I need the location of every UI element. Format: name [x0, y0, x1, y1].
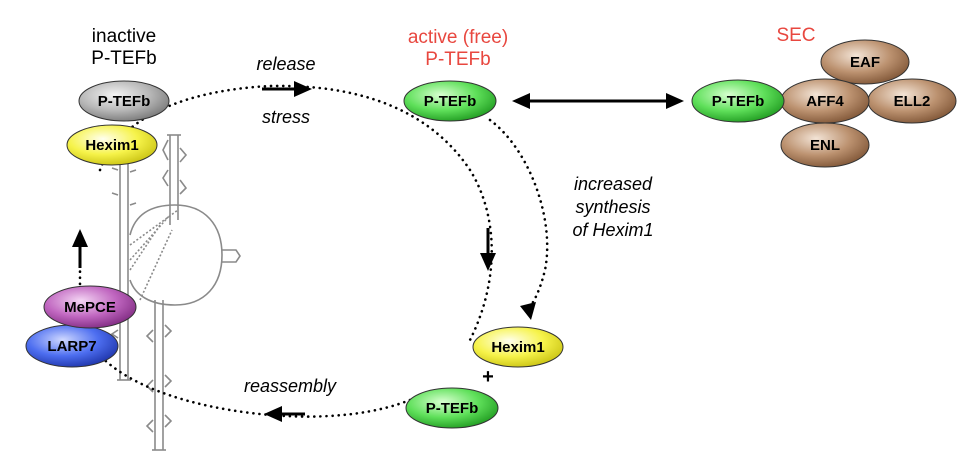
bottom-ptefb-oval: P-TEFb [405, 387, 499, 429]
inactive-ptefb-oval: P-TEFb [78, 80, 170, 122]
synthesis-arrowhead [520, 302, 536, 320]
inactive-label-line1: inactive [92, 26, 156, 47]
7sk-rna-structure [110, 134, 241, 451]
eaf-label: EAF [850, 54, 880, 71]
inactive-ptefb-label: P-TEFb [98, 93, 151, 110]
aff4-label: AFF4 [806, 93, 844, 110]
sec-ptefb-label: P-TEFb [712, 93, 765, 110]
increased-label-line1: increased [574, 174, 653, 194]
ell2-oval: ELL2 [867, 78, 957, 124]
stress-label: stress [262, 107, 310, 127]
active-ptefb-label: P-TEFb [424, 93, 477, 110]
hexim1-bottom-oval: Hexim1 [472, 326, 564, 368]
larp7-oval: LARP7 [25, 324, 119, 368]
hexim1-bottom-label: Hexim1 [491, 339, 544, 356]
reassembly-label: reassembly [244, 376, 337, 396]
aff4-oval: AFF4 [780, 78, 870, 124]
double-arrow [512, 93, 684, 109]
plus-sign: + [482, 366, 494, 388]
mepce-label: MePCE [64, 299, 116, 316]
increased-label-line3: of Hexim1 [572, 220, 653, 240]
mepce-oval: MePCE [43, 285, 137, 329]
enl-label: ENL [810, 137, 840, 154]
reassembly-arrow [264, 406, 305, 422]
enl-oval: ENL [780, 122, 870, 168]
hexim1-top-label: Hexim1 [85, 137, 138, 154]
larp7-label: LARP7 [47, 338, 96, 355]
active-label-line1: active (free) [408, 27, 508, 48]
hexim1-top-oval: Hexim1 [66, 124, 158, 166]
sec-label: SEC [776, 25, 815, 46]
inactive-label-line2: P-TEFb [91, 48, 156, 69]
up-arrow [72, 229, 88, 268]
down-arrow [480, 228, 496, 271]
release-label: release [256, 54, 315, 74]
ell2-label: ELL2 [894, 93, 931, 110]
bottom-ptefb-label: P-TEFb [426, 400, 479, 417]
active-label-line2: P-TEFb [425, 49, 490, 70]
release-arrow [262, 81, 312, 97]
active-ptefb-oval: P-TEFb [403, 80, 497, 122]
sec-ptefb-oval: P-TEFb [691, 79, 785, 123]
increased-label-line2: synthesis [575, 197, 650, 217]
eaf-oval: EAF [820, 39, 910, 85]
